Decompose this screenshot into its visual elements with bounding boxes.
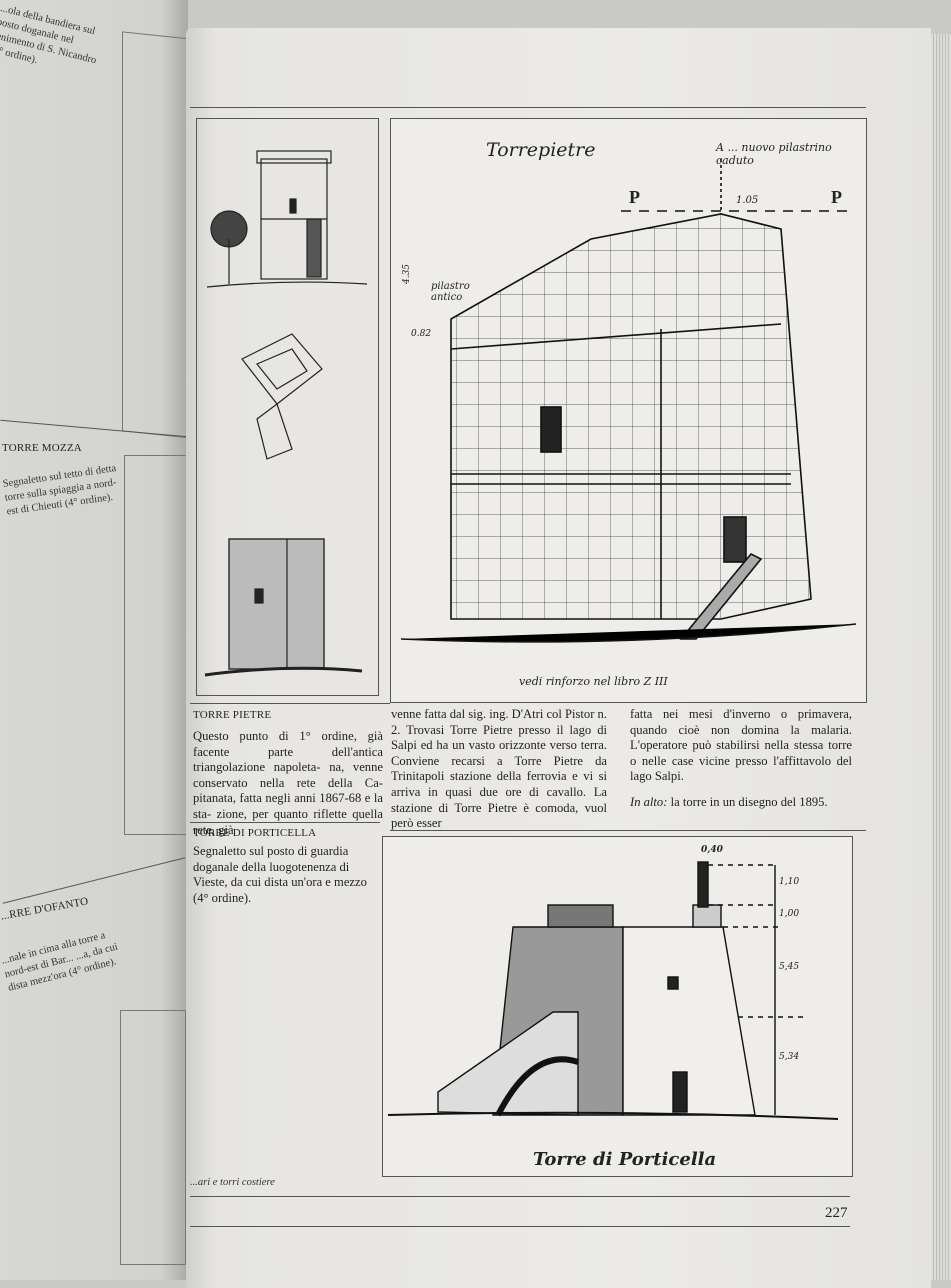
left-figure-2 [124, 455, 190, 835]
page-number: 227 [825, 1205, 848, 1221]
dim-110: 1,10 [779, 877, 800, 887]
mark-p-right: P [831, 187, 842, 207]
left-top-caption: ...ola della bandiera sul posto doganale… [0, 2, 98, 67]
drawing-title: Torrepietre [486, 139, 596, 161]
col1-line: zione, per quanto riflette quella rete, … [193, 806, 383, 837]
left-text-ofanto: ...nale in cima alla torre a nord-est di… [0, 930, 119, 994]
col1-line: na, venne conservato nella rete della Ca… [193, 760, 383, 790]
torrepietre-drawing-panel: Torrepietre A ... nuovo pilastrino cadut… [390, 118, 867, 703]
torre-pietre-col2: venne fatta dal sig. ing. D'Atri col Pis… [391, 707, 607, 831]
caption-italic: In alto: [630, 794, 668, 809]
dim-040: 0,40 [701, 845, 723, 855]
left-heading-mozza: TORRE MOZZA [2, 442, 82, 454]
running-footer: ...ari e torri costiere [190, 1177, 275, 1188]
porticella-title: Torre di Porticella [533, 1149, 717, 1170]
figure-caption: In alto: la torre in un disegno del 1895… [630, 795, 852, 811]
left-text-mozza: Segnaletto sul tetto di detta torre sull… [2, 463, 118, 518]
annotation-a: A ... nuovo pilastrino caduto [716, 141, 832, 167]
heading-torre-pietre: TORRE PIETRE [193, 709, 272, 721]
torre-pietre-col3: fatta nei mesi d'inverno o primavera, qu… [630, 707, 852, 784]
dim-105: 1.05 [736, 195, 759, 206]
dim-100: 1,00 [779, 909, 800, 919]
torre-pietre-col3-wrap: fatta nei mesi d'inverno o primavera, qu… [630, 707, 852, 811]
col1-line: pitanata, fatta negli anni 1867-68 e la … [193, 791, 383, 821]
top-rule [190, 107, 866, 108]
page-edges [928, 34, 951, 1280]
dim-435: 4.35 [402, 263, 413, 285]
torre-pietre-col1: Questo punto di 1° ordine, già facente p… [193, 729, 383, 838]
heading-torre-porticella: TORRE DI PORTICELLA [193, 827, 317, 839]
dim-082: 0.82 [411, 329, 432, 339]
col1-line: Questo punto di 1° ordine, già facente p… [193, 729, 383, 775]
left-figure-3 [120, 1010, 186, 1265]
dim-545: 5,45 [779, 962, 800, 972]
porticella-drawing-panel: 0,40 1,10 1,00 5,45 5,34 Torre di Portic… [382, 836, 853, 1177]
caption-text: la torre in un disegno del 1895. [667, 794, 828, 809]
left-page: ...ola della bandiera sul posto doganale… [0, 0, 192, 1280]
porticella-tower-drawing [387, 861, 839, 1120]
torrepietre-tower-drawing [400, 159, 857, 643]
torre-porticella-text: Segnaletto sul posto di guardia doganale… [193, 844, 367, 905]
drawing-bottom-note: vedi rinforzo nel libro Z III [519, 675, 668, 688]
annotation-pilastro: pilastro antico [431, 281, 470, 303]
dim-534: 5,34 [779, 1052, 800, 1062]
tower-sketches-drawing [204, 150, 368, 677]
mark-p-left: P [629, 187, 640, 207]
sketches-panel [196, 118, 379, 696]
left-figure-1 [122, 31, 192, 439]
